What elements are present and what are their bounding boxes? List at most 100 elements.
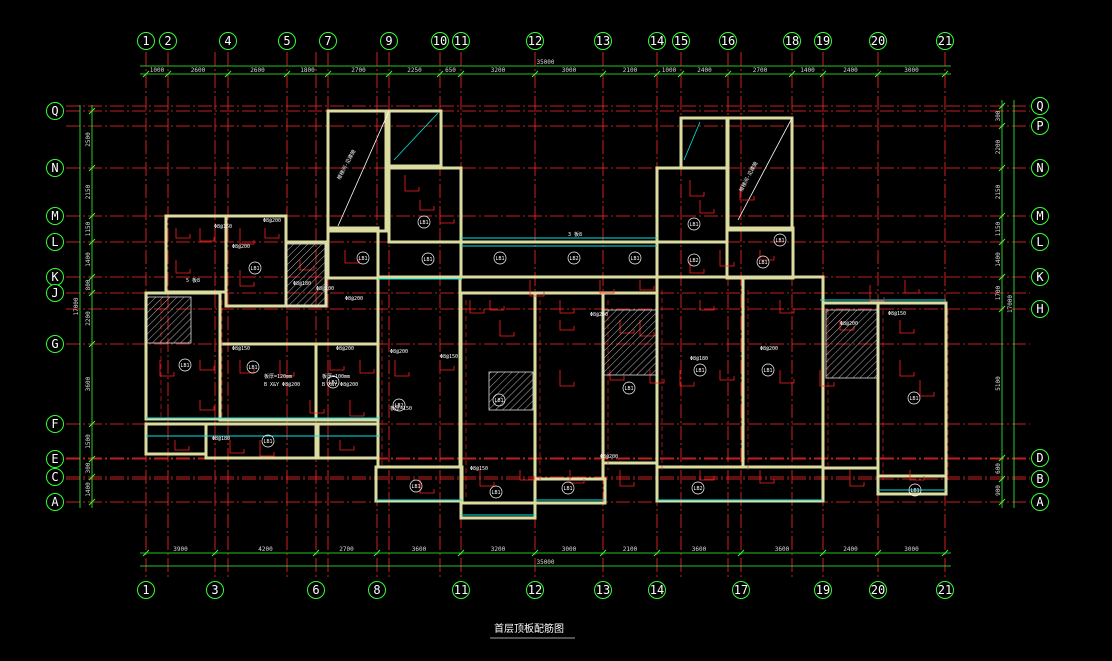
slab-note: 3 板8	[568, 231, 582, 238]
dim-total-text: 35000	[536, 559, 554, 566]
dim-tick	[324, 70, 332, 78]
dim-tick	[88, 420, 96, 428]
rebar-bracket	[739, 190, 755, 201]
dim-tick	[998, 238, 1006, 246]
axis-bubble-top-circle	[594, 32, 612, 50]
wall-outline	[726, 116, 794, 232]
slab-label-circle	[409, 479, 423, 493]
dim-text: 3000	[562, 67, 577, 74]
slab-label-circle	[561, 481, 575, 495]
rebar-bracket	[499, 320, 515, 337]
axis-bubble-left-circle	[46, 159, 64, 177]
slab-label-circle	[326, 375, 340, 389]
axis-bubble-top-circle	[278, 32, 296, 50]
slab-label: LB1	[775, 238, 784, 244]
axis-bubble-top-label: 2	[164, 34, 171, 48]
axis-bubble-top-circle	[159, 32, 177, 50]
rebar-bracket	[639, 280, 655, 291]
axis-bubble-left-circle	[46, 335, 64, 353]
dim-text: 3600	[85, 376, 92, 391]
dim-tick	[211, 549, 219, 557]
axis-bubble-top-label: 13	[596, 34, 610, 48]
dim-tick	[224, 70, 232, 78]
axis-bubble-bottom-circle	[526, 581, 544, 599]
dim-tick	[88, 212, 96, 220]
axis-bubble-left-circle	[46, 415, 64, 433]
dim-tick	[941, 70, 949, 78]
dim-text: 2200	[995, 139, 1002, 154]
dim-tick	[142, 549, 150, 557]
slab-label: LB1	[263, 439, 272, 445]
axis-bubble-top-label: 14	[650, 34, 664, 48]
dim-text: 1500	[85, 434, 92, 449]
slab-label: LB1	[328, 380, 337, 386]
wall-outline	[655, 166, 729, 244]
wall-outline	[655, 465, 825, 503]
axis-bubble-left-circle	[46, 450, 64, 468]
wall-outline	[314, 422, 380, 460]
axis-bubble-right-label: L	[1036, 235, 1043, 249]
axis-bubble-top-circle	[452, 32, 470, 50]
shaft-hatch	[146, 296, 192, 344]
dim-total-text: 35000	[536, 59, 554, 66]
dim-tick	[788, 70, 796, 78]
axis-bubble-top-label: 18	[785, 34, 799, 48]
dim-text: 3900	[173, 546, 188, 553]
axis-bubble-bottom-circle	[936, 581, 954, 599]
slab-label: LB1	[411, 484, 420, 490]
axis-bubble-left-label: E	[51, 452, 58, 466]
slab-label-circle	[907, 391, 921, 405]
dim-text: 300	[85, 462, 92, 473]
axis-bubble-top-circle	[672, 32, 690, 50]
shaft-hatch	[488, 371, 534, 411]
slab-label: LB1	[763, 368, 772, 374]
dim-tick	[531, 70, 539, 78]
dim-text: 1400	[995, 252, 1002, 267]
dim-tick	[164, 70, 172, 78]
slab-label-circle	[628, 251, 642, 265]
stair-cut-line	[683, 121, 701, 161]
rebar-bracket	[439, 360, 455, 371]
rebar-bracket	[419, 200, 435, 211]
axis-bubble-right-circle	[1031, 300, 1049, 318]
dim-text: 2250	[407, 67, 422, 74]
dim-tick	[998, 102, 1006, 110]
axis-bubble-top-label: 20	[871, 34, 885, 48]
axis-bubble-left-circle	[46, 284, 64, 302]
slab-label-circle	[493, 251, 507, 265]
dim-text: 2500	[85, 132, 92, 147]
slab-label: LB2	[394, 403, 403, 409]
dim-tick	[88, 273, 96, 281]
slab-label-circle	[687, 217, 701, 231]
slab-label: LB1	[758, 260, 767, 266]
rebar-bracket	[919, 380, 935, 397]
slab-label: LB1	[419, 220, 428, 226]
axis-bubble-top-circle	[783, 32, 801, 50]
rebar-bracket	[719, 370, 735, 381]
axis-bubble-right-label: B	[1036, 472, 1043, 486]
rebar-bracket	[309, 400, 325, 414]
slab-label-circle	[417, 215, 431, 229]
slab-label: LB1	[624, 386, 633, 392]
dim-tick	[283, 70, 291, 78]
axis-bubble-top-label: 7	[324, 34, 331, 48]
slab-note: 板厚=150	[390, 405, 412, 412]
dim-text: 300	[995, 110, 1002, 121]
rebar-spec-label: Φ8@200	[263, 218, 281, 224]
axis-bubble-left-label: Q	[51, 104, 58, 118]
dim-tick	[874, 70, 882, 78]
axis-bubble-left-label: F	[51, 417, 58, 431]
axis-bubble-top-circle	[137, 32, 155, 50]
rebar-bracket	[239, 360, 255, 374]
wall-outline	[376, 275, 462, 469]
axis-bubble-left-circle	[46, 102, 64, 120]
rebar-bracket	[239, 270, 255, 287]
wall-outline	[326, 226, 380, 280]
wall-outline	[876, 301, 948, 478]
rebar-bracket	[199, 360, 215, 371]
axis-bubble-bottom-circle	[732, 581, 750, 599]
axis-bubble-top-label: 5	[283, 34, 290, 48]
slab-note: B X&Y Φ8@200	[264, 382, 300, 388]
axis-bubble-left-circle	[46, 468, 64, 486]
